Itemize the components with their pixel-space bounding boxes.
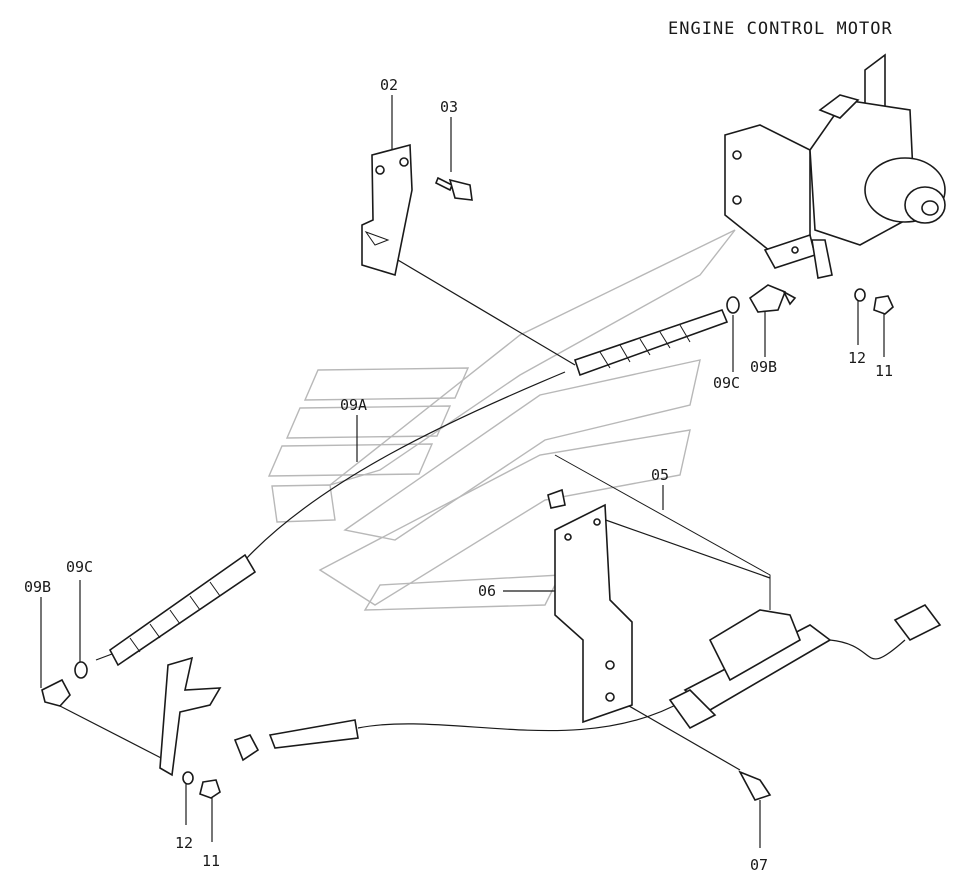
- leader-left-cable: [57, 704, 166, 761]
- plate-02: [361, 143, 413, 277]
- leader-02-cable: [380, 249, 576, 366]
- leader-07-bolt: [609, 694, 741, 771]
- label-06: 06: [478, 582, 496, 600]
- leader-lines: [40, 95, 885, 848]
- watermark-logo: [267, 229, 736, 611]
- cable-lower: [233, 699, 686, 762]
- label-12-bottom: 12: [175, 834, 193, 852]
- lever: [159, 656, 222, 777]
- label-09c-top: 09C: [713, 374, 740, 392]
- diagram-title: ENGINE CONTROL MOTOR: [668, 19, 893, 39]
- label-12-top: 12: [848, 349, 866, 367]
- bolt-03: [434, 176, 473, 201]
- engine-control-motor: [724, 53, 946, 279]
- label-09a: 09A: [340, 396, 367, 414]
- label-09b-left: 09B: [24, 578, 51, 596]
- ball-joint-top: [726, 284, 797, 314]
- cable-09a: [95, 309, 729, 667]
- label-09b-top: 09B: [750, 358, 777, 376]
- label-11-top: 11: [875, 362, 893, 380]
- label-03: 03: [440, 98, 458, 116]
- part-labels: 02 03 09C 09B 12 11 09A 05 06 09B 09C 12…: [24, 76, 893, 874]
- leader-05-bracket: [599, 517, 771, 579]
- label-05: 05: [651, 466, 669, 484]
- washer-nut-bottom: [182, 771, 221, 799]
- label-11-bottom: 11: [202, 852, 220, 870]
- label-02: 02: [380, 76, 398, 94]
- label-07: 07: [750, 856, 768, 874]
- bolt-07: [738, 770, 772, 801]
- washer-nut-top: [854, 288, 894, 315]
- actuator-unit: [668, 603, 942, 730]
- label-09c-left: 09C: [66, 558, 93, 576]
- ball-joint-left: [41, 661, 88, 707]
- bracket-05-06: [547, 454, 771, 724]
